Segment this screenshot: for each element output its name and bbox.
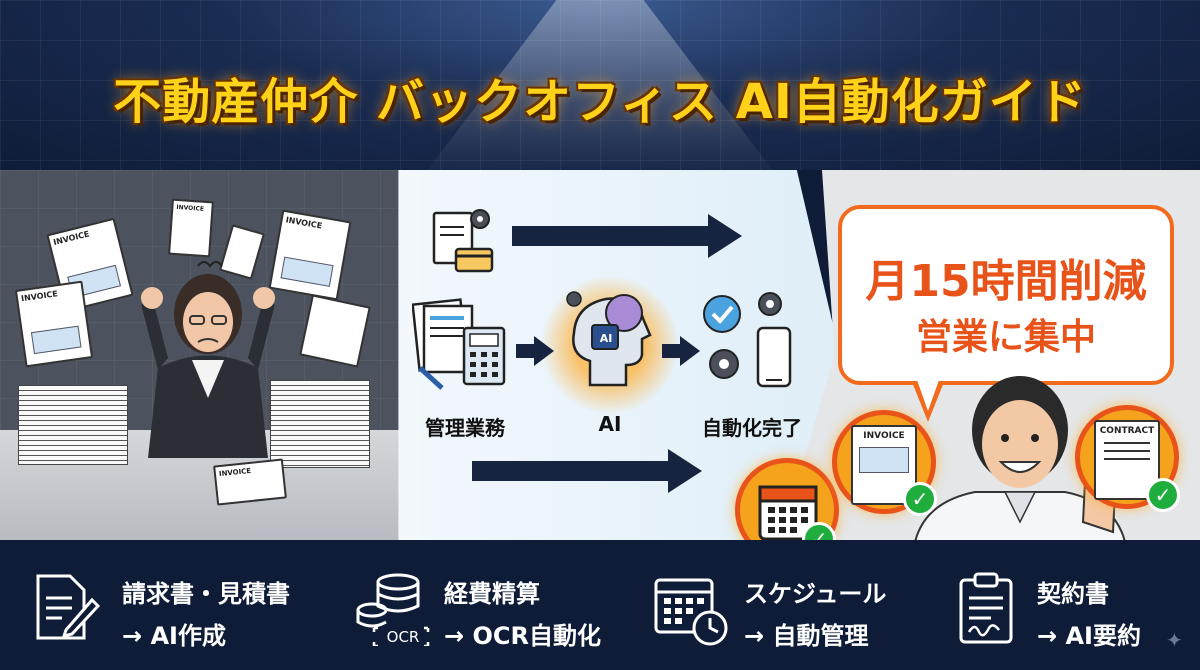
feature-contract-title: 契約書 <box>1037 580 1109 608</box>
page-title: 不動産仲介 バックオフィス AI自動化ガイド <box>113 74 1087 130</box>
speech-bubble <box>838 205 1174 385</box>
ai-brain-head-icon <box>566 291 652 387</box>
feature-schedule-desc: → 自動管理 <box>744 622 869 650</box>
invoice-label: INVOICE <box>176 203 205 213</box>
contract-lines <box>1104 458 1150 466</box>
flow-label-result: 自動化完了 <box>702 416 802 440</box>
feature-expense: OCR 経費精算 → OCR自動化 <box>352 540 632 670</box>
document-gear-icon <box>432 209 494 273</box>
feature-invoice-title: 請求書・見積書 <box>122 580 290 608</box>
ocr-tag: OCR <box>386 628 420 646</box>
feature-invoice-desc: → AI作成 <box>122 622 226 650</box>
flow-arrow-top-head <box>708 214 742 258</box>
flow-label-ai: AI <box>598 412 622 436</box>
flow-arrow-top <box>512 226 712 246</box>
clipboard-signature-icon <box>959 572 1013 644</box>
document-pen-icon <box>36 574 100 640</box>
time-saved-text: 月15時間削減 <box>865 256 1147 307</box>
calendar-clock-icon <box>654 578 728 646</box>
automation-complete-icon <box>703 292 792 388</box>
desk-invoice: INVOICE <box>213 458 287 506</box>
sparkle-icon: ✦ <box>1166 628 1183 652</box>
paper-stack <box>18 385 128 465</box>
stressed-worker-illustration <box>141 261 275 458</box>
invoice-table <box>859 447 909 473</box>
feature-contract-desc: → AI要約 <box>1037 622 1141 650</box>
feature-schedule: スケジュール → 自動管理 <box>652 540 932 670</box>
invoice-check-icon: ✓ <box>903 482 937 516</box>
floating-sheet <box>299 294 371 368</box>
documents-calculator-icon <box>412 298 506 390</box>
feature-schedule-title: スケジュール <box>744 580 887 608</box>
small-arrow-out-head <box>680 336 700 366</box>
invoice-table <box>30 325 82 355</box>
focus-sales-text: 営業に集中 <box>915 317 1096 358</box>
feature-bar: 請求書・見積書 → AI作成 OCR 経費精算 → OCR自動化 スケ <box>0 540 1200 670</box>
invoice-badge-label: INVOICE <box>863 431 905 441</box>
contract-check-icon: ✓ <box>1146 478 1180 512</box>
contract-lines <box>1104 450 1150 458</box>
feature-expense-title: 経費精算 <box>444 580 540 608</box>
floating-invoice: INVOICE <box>14 280 94 368</box>
small-arrow-in <box>516 344 536 358</box>
header-grid <box>0 0 1200 170</box>
calendar-icon <box>758 485 818 541</box>
happy-worker-illustration <box>913 376 1127 542</box>
contract-lines <box>1104 442 1150 450</box>
feature-invoice: 請求書・見積書 → AI作成 <box>30 540 320 670</box>
speech-bubble-tail-fill <box>917 380 939 411</box>
feature-expense-desc: → OCR自動化 <box>444 622 601 650</box>
flow-arrow-bottom-head <box>668 449 702 493</box>
header-banner <box>0 0 1200 170</box>
small-arrow-out <box>662 344 682 358</box>
flow-arrow-bottom <box>472 461 672 481</box>
coins-ocr-icon <box>356 573 430 646</box>
invoice-label: INVOICE <box>218 466 252 479</box>
feature-contract: 契約書 → AI要約 <box>955 540 1185 670</box>
invoice-table <box>280 256 334 287</box>
flow-label-source: 管理業務 <box>425 416 505 440</box>
small-arrow-in-head <box>534 336 554 366</box>
contract-badge-label: CONTRACT <box>1099 426 1155 436</box>
paper-stack <box>270 380 370 468</box>
ai-chip-label: AI <box>599 332 613 345</box>
